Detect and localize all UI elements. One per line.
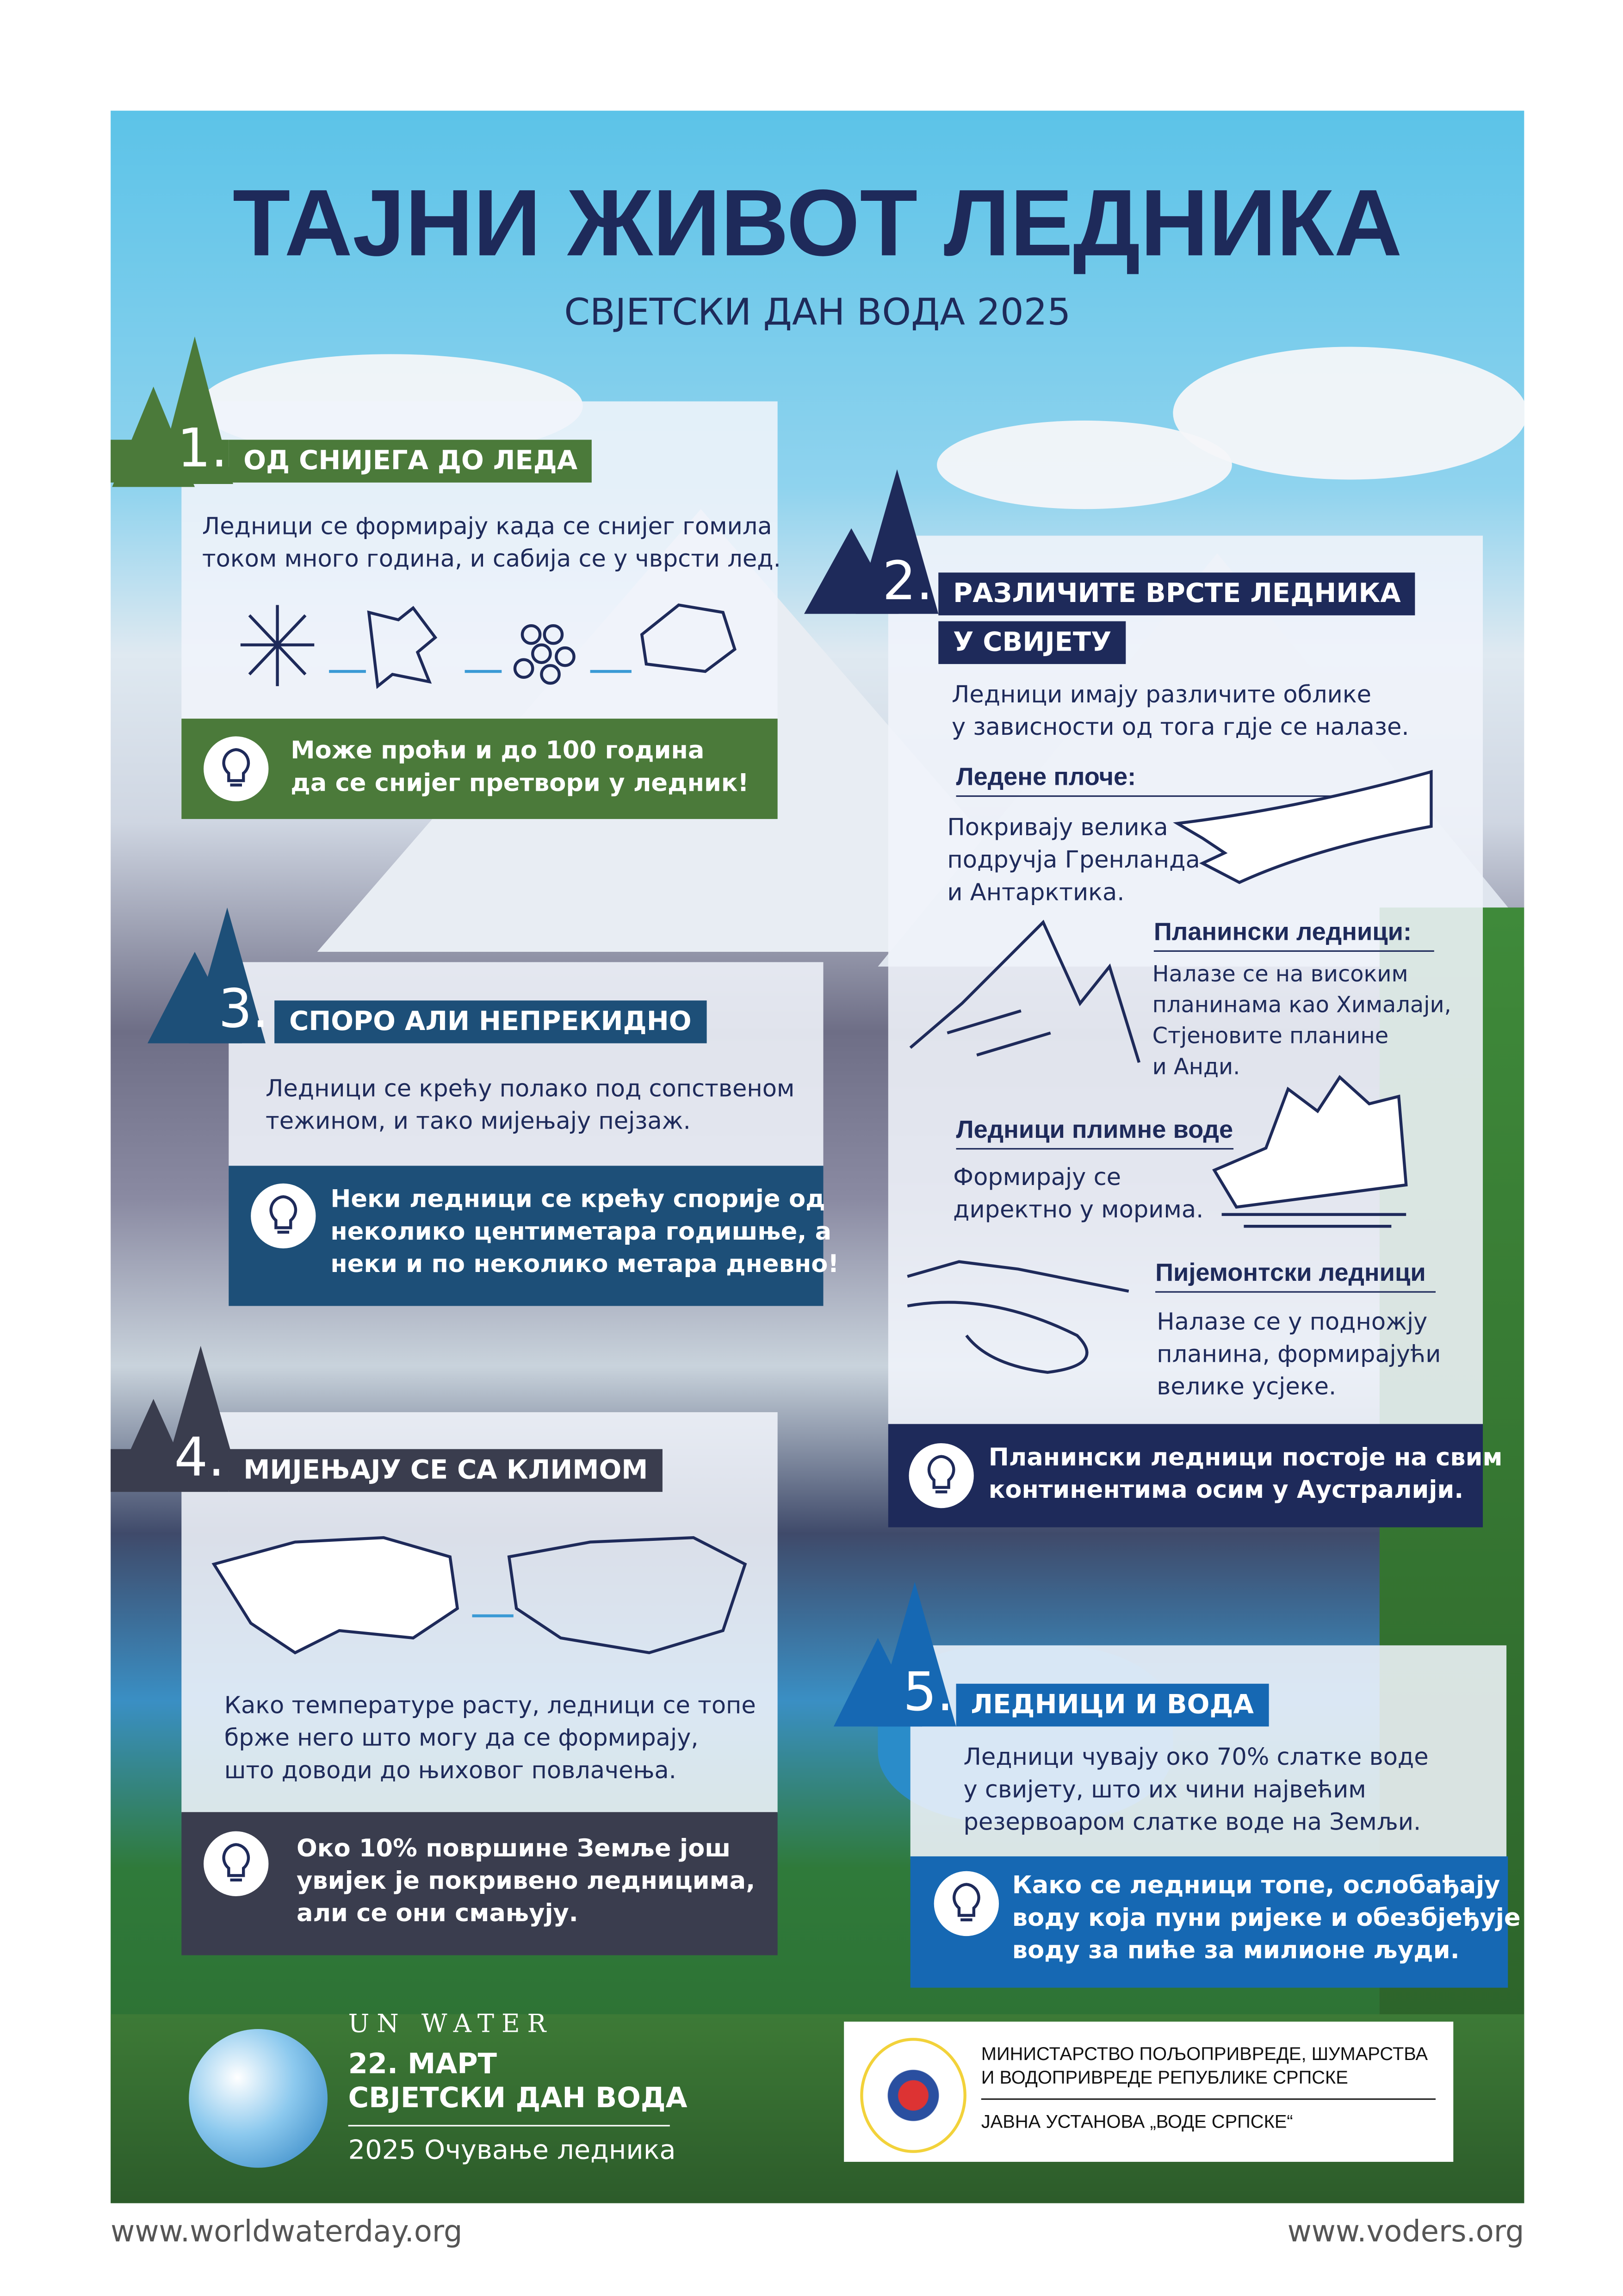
section-2-text: Ледници имају различите облике: [951, 680, 1372, 708]
section-5-heading: ЛЕДНИЦИ И ВОДА: [956, 1683, 1269, 1727]
section-1-tip-text: да се снијег претвори у ледник!: [291, 769, 749, 797]
section-5-tip-text: воду која пуни ријеке и обезбјеђује: [1012, 1903, 1521, 1932]
section-4-tip-text: али се они смањују.: [297, 1899, 578, 1927]
section-4-number: 4.: [174, 1428, 225, 1489]
section-5-number: 5.: [903, 1663, 954, 1724]
lightbulb-icon: [204, 736, 269, 801]
tidewater-glacier-illustration: [1212, 1075, 1408, 1228]
section-3-text: тежином, и тако мијењају пејзаж.: [266, 1106, 691, 1135]
section-3-tip-text: Неки ледници се крећу спорије од: [330, 1185, 825, 1213]
lightbulb-icon: [934, 1871, 999, 1936]
voders-link[interactable]: www.voders.org: [1287, 2213, 1524, 2249]
section-2-heading-line2: У СВИЈЕТУ: [938, 621, 1127, 664]
section-5-text: резервоаром слатке воде на Земљи.: [963, 1807, 1421, 1836]
section-2-text: у зависности од тога гдје се налазе.: [951, 713, 1409, 741]
globe-logo-icon: [189, 2029, 328, 2168]
section-3-number: 3.: [218, 980, 269, 1041]
section-3-tip-text: неколико центиметара годишње, а: [330, 1217, 832, 1246]
glacier-retreat-illustration: [211, 1536, 747, 1655]
section-3-text: Ледници се крећу полако под сопственом: [266, 1074, 795, 1103]
institution-name: ЈАВНА УСТАНОВА „ВОДЕ СРПСКЕ“: [981, 2111, 1293, 2133]
event-name: СВЈЕТСКИ ДАН ВОДА: [348, 2082, 688, 2115]
ministry-name: МИНИСТАРСТВО ПОЉОПРИВРЕДЕ, ШУМАРСТВА: [981, 2043, 1428, 2065]
section-3-tip: [229, 1166, 824, 1306]
section-4-tip-text: Око 10% површине Земље још: [297, 1834, 731, 1862]
lightbulb-icon: [204, 1831, 269, 1896]
section-5-text: Ледници чувају око 70% слатке воде: [963, 1743, 1429, 1771]
type-text: Налазе се на високим: [1152, 961, 1408, 987]
type-text: Налазе се у подножју: [1157, 1307, 1428, 1336]
section-1-tip-text: Може проћи и до 100 година: [291, 736, 705, 764]
type-text: Стјеновите планине: [1152, 1023, 1389, 1049]
section-1-text: током много година, и сабија се у чврсти…: [202, 544, 781, 573]
section-1-heading: ОД СНИЈЕГА ДО ЛЕДА: [229, 440, 593, 483]
page-title: ТАЈНИ ЖИВОТ ЛЕДНИКА: [232, 169, 1402, 276]
section-2-number: 2.: [882, 552, 933, 613]
type-ice-sheets-heading: Ледене плоче:: [956, 762, 1429, 797]
section-4-heading: МИЈЕЊАЈУ СЕ СА КЛИМОМ: [229, 1449, 663, 1492]
section-1-number: 1.: [177, 419, 228, 480]
section-4-tip: [181, 1812, 778, 1955]
event-theme: 2025 Очување ледника: [348, 2135, 676, 2166]
section-5-card: [910, 1645, 1507, 1860]
worldwaterday-link[interactable]: www.worldwaterday.org: [111, 2213, 463, 2249]
type-mountain-heading: Планински ледници:: [1153, 916, 1434, 952]
lightbulb-icon: [909, 1443, 974, 1508]
type-text: велике усјеке.: [1157, 1372, 1337, 1401]
section-4-text: Како температуре расту, ледници се топе: [224, 1691, 756, 1719]
type-tidewater-heading: Ледници плимне воде: [956, 1114, 1233, 1150]
ice-sheet-illustration: [1173, 769, 1433, 884]
lightbulb-icon: [251, 1183, 316, 1248]
section-2-tip-text: континентима осим у Аустралији.: [988, 1476, 1464, 1504]
mountain-glacier-illustration: [909, 919, 1141, 1063]
section-1-text: Ледници се формирају када се снијег гоми…: [202, 512, 772, 540]
section-2-tip-text: Планински ледници постоје на свим: [988, 1443, 1503, 1471]
type-text: планина, формирајући: [1157, 1340, 1441, 1368]
section-3-heading: СПОРО АЛИ НЕПРЕКИДНО: [274, 1000, 706, 1043]
section-5-tip: [910, 1856, 1508, 1988]
type-text: и Анди.: [1152, 1054, 1240, 1080]
type-text: и Антарктика.: [947, 878, 1125, 906]
type-text: директно у морима.: [953, 1195, 1204, 1223]
event-date: 22. МАРТ: [348, 2048, 497, 2081]
section-5-tip-text: Како се ледници топе, ослобађају: [1012, 1871, 1500, 1899]
type-text: планинама као Хималаји,: [1152, 992, 1451, 1018]
ministry-name: И ВОДОПРИВРЕДЕ РЕПУБЛИКЕ СРПСКЕ: [981, 2067, 1348, 2088]
piedmont-glacier-illustration: [907, 1260, 1129, 1374]
section-2-tip: [888, 1424, 1483, 1527]
type-piedmont-heading: Пијемонтски ледници: [1155, 1257, 1436, 1293]
section-3-card: [229, 962, 824, 1169]
type-text: подручја Гренланда: [947, 845, 1200, 874]
section-4-text: брже него што могу да се формирају,: [224, 1723, 699, 1752]
type-text: Формирају се: [953, 1163, 1121, 1191]
un-water-logo: UN WATER: [348, 2010, 554, 2040]
section-4-tip-text: увијек је покривено ледницима,: [297, 1867, 756, 1895]
page-subtitle: СВЈЕТСКИ ДАН ВОДА 2025: [564, 291, 1071, 334]
section-2-heading: РАЗЛИЧИТЕ ВРСТЕ ЛЕДНИКА: [938, 572, 1416, 615]
section-3-tip-text: неки и по неколико метара дневно!: [330, 1250, 839, 1278]
type-text: Покривају велика: [947, 813, 1168, 841]
snow-to-ice-illustration: [240, 603, 737, 689]
republika-srpska-seal: [860, 2038, 966, 2153]
section-5-tip-text: воду за пиће за милионе људи.: [1012, 1936, 1460, 1964]
section-4-text: што доводи до њиховог повлачења.: [224, 1756, 676, 1784]
section-1-tip: [181, 719, 778, 819]
section-5-text: у свијету, што их чини највећим: [963, 1775, 1366, 1804]
